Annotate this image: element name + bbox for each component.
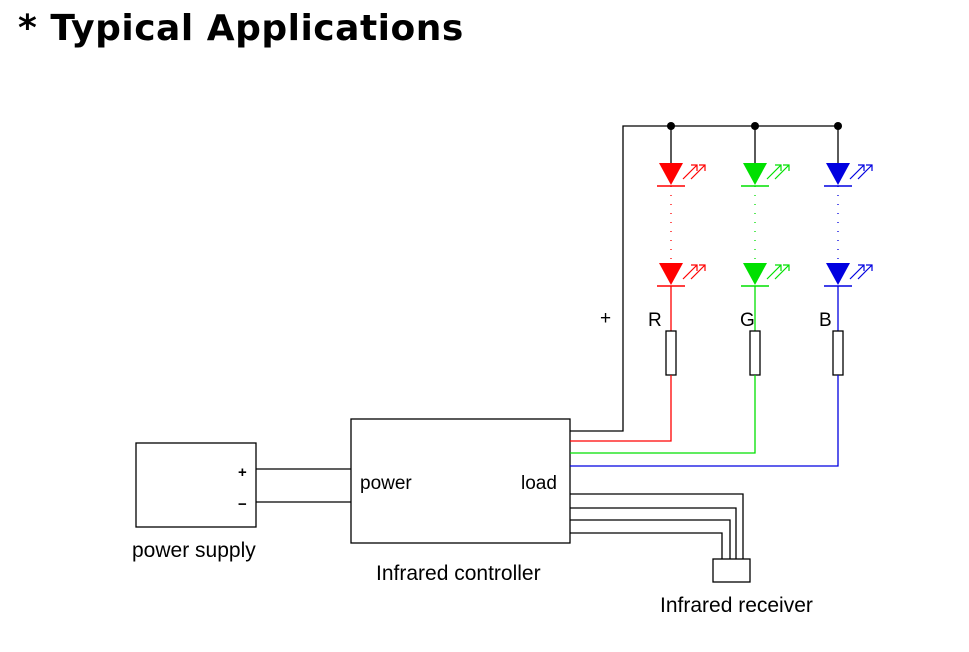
blue-channel-wire [570,375,839,467]
power-supply-box [135,442,257,528]
receiver-box [712,558,751,583]
led-string-g: G [740,163,790,376]
led-icon [741,263,790,287]
receiver-label: Infrared receiver [660,594,813,617]
led-light-arrow [857,164,873,180]
led-light-arrowhead [691,164,698,171]
junction-dot [834,122,842,130]
led-light-arrow [682,264,698,280]
led-light-arrow [766,264,782,280]
receiver-wire [570,532,723,559]
power-supply-plus-label: + [238,464,247,481]
receiver-wire [570,493,744,559]
led-light-arrow [690,164,706,180]
led-light-arrowhead [858,164,865,171]
led-triangle [826,263,850,285]
red-channel-wire [570,375,672,442]
led-light-arrowhead [775,164,782,171]
power-supply: + − power supply [132,442,257,562]
led-icon [824,263,873,287]
led-light-arrowhead [775,264,782,271]
led-light-arrow [690,264,706,280]
junction-dot [751,122,759,130]
junction-dots [667,122,842,130]
receiver-wire [570,507,737,559]
common-plus-label: + [600,308,611,329]
led-icon [657,163,706,187]
led-light-arrowhead [783,164,790,171]
led-light-arrow [682,164,698,180]
resistor-b [832,330,844,376]
led-icon [824,163,873,187]
led-light-arrowhead [866,264,873,271]
page-title: * Typical Applications [18,8,464,49]
common-plus-wire [570,125,839,432]
led-light-arrowhead [866,164,873,171]
resistor-r [665,330,677,376]
led-triangle [743,263,767,285]
led-triangle [826,163,850,185]
supply-wires [256,468,351,503]
led-triangle [659,263,683,285]
led-light-arrowhead [691,264,698,271]
led-light-arrow [849,264,865,280]
power-supply-label: power supply [132,539,256,562]
power-supply-minus-label: − [238,496,247,513]
infrared-controller: power load Infrared controller [350,418,571,585]
led-triangle [743,163,767,185]
channel-label-r: R [648,310,662,331]
led-light-arrowhead [783,264,790,271]
controller-box [350,418,571,544]
channel-label-b: B [819,310,832,331]
channel-label-g: G [740,310,755,331]
led-light-arrow [857,264,873,280]
receiver-wire [570,519,731,559]
led-icon [657,263,706,287]
led-light-arrowhead [858,264,865,271]
led-light-arrow [774,164,790,180]
led-light-arrowhead [699,164,706,171]
led-string-r: R [648,163,706,376]
infrared-receiver: Infrared receiver [570,493,813,617]
led-light-arrow [774,264,790,280]
channel-wires [570,375,839,467]
controller-label: Infrared controller [376,562,541,585]
controller-load-port-label: load [521,473,557,494]
junction-dot [667,122,675,130]
green-channel-wire [570,375,756,454]
plus-bus-wire [570,125,838,432]
led-light-arrow [849,164,865,180]
led-light-arrow [766,164,782,180]
led-string-b: B [819,163,873,376]
led-icon [741,163,790,187]
led-triangle [659,163,683,185]
resistor-g [749,330,761,376]
led-light-arrowhead [699,264,706,271]
controller-power-port-label: power [360,473,412,494]
